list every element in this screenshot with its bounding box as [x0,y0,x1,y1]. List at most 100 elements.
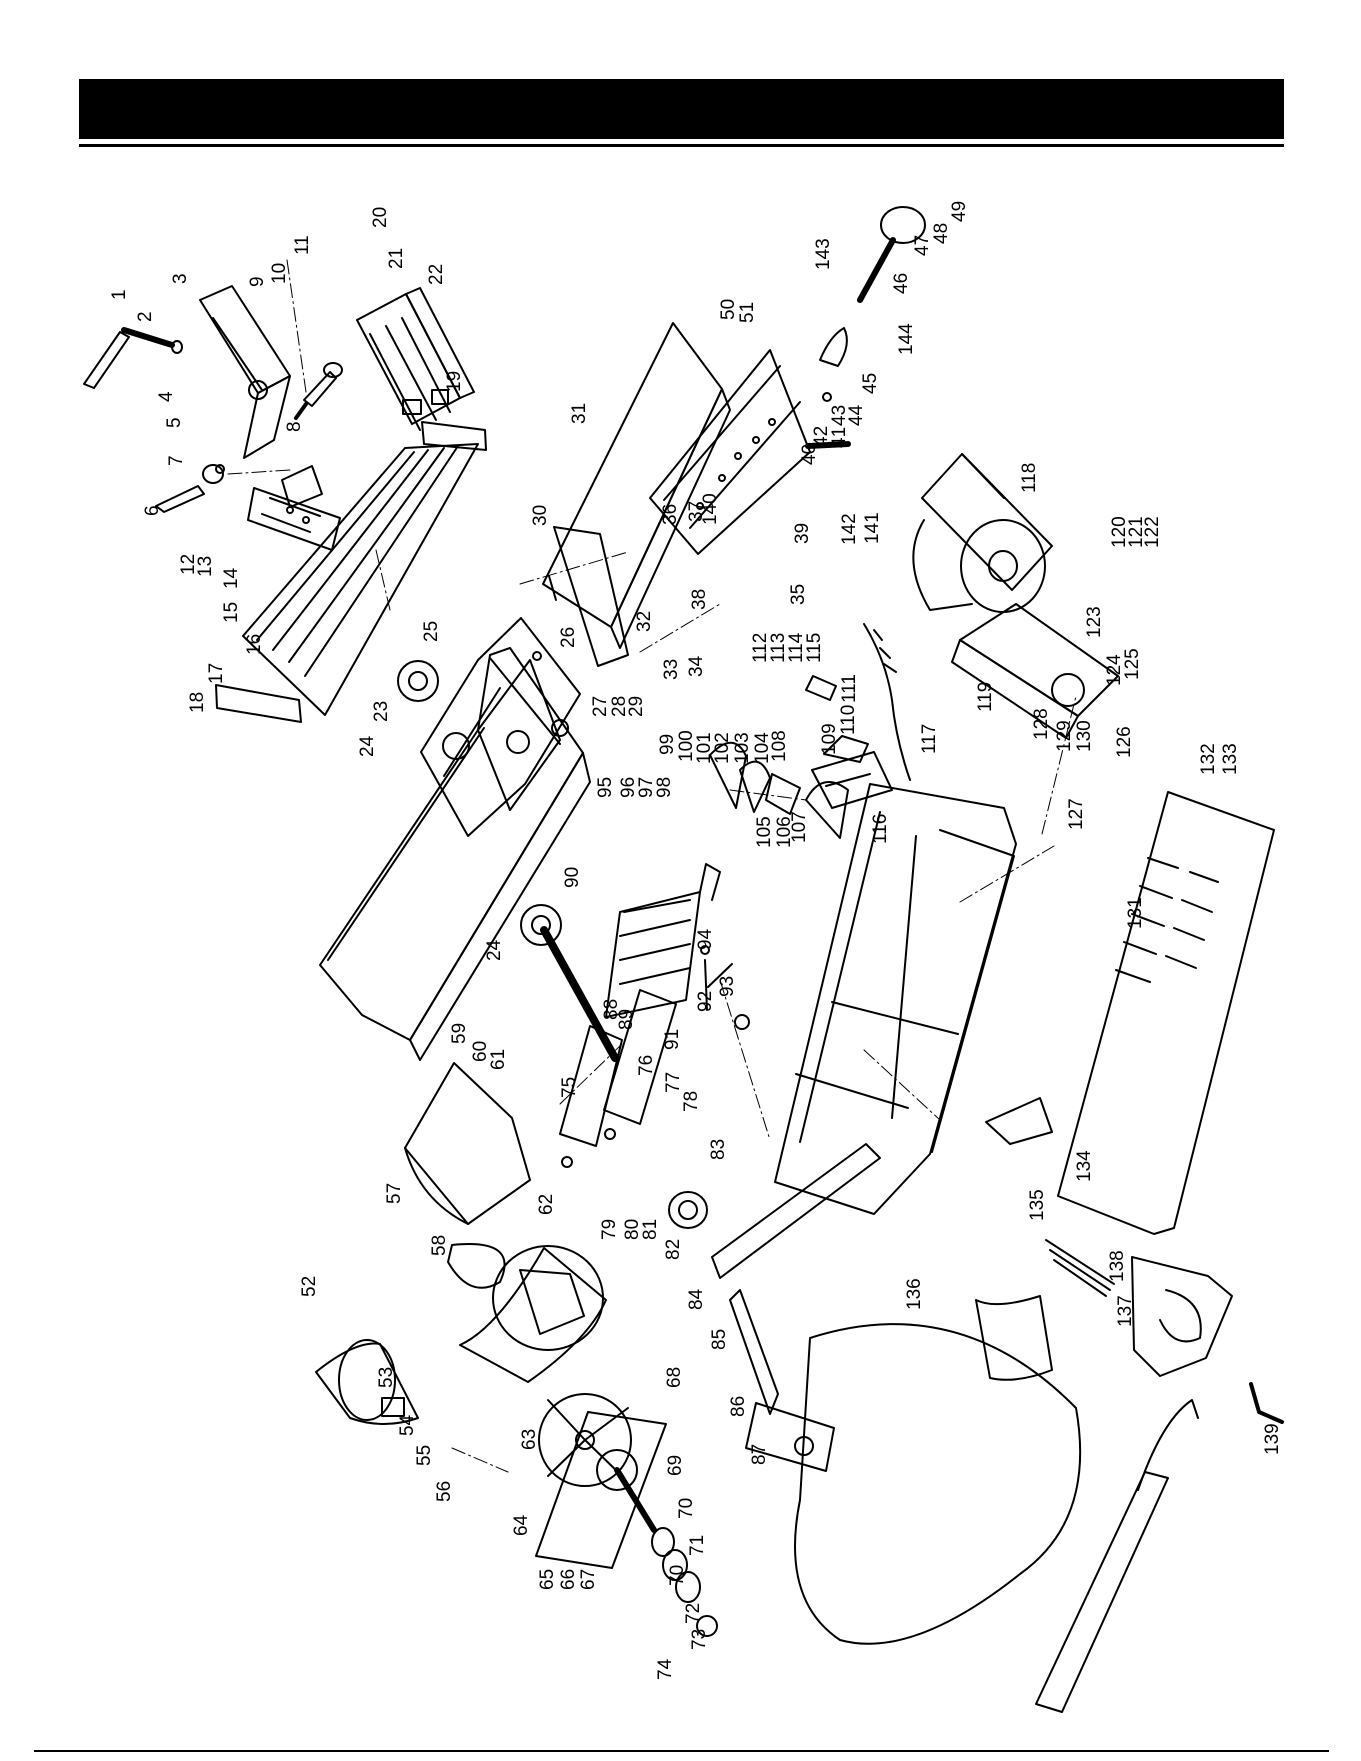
part-label: 140 [700,493,721,525]
part-label: 117 [919,724,940,754]
part-label: 2 [135,311,156,322]
part-label: 35 [788,584,809,605]
fence-carriage-bolt [294,362,343,420]
part-label: 53 [376,1367,397,1388]
part-label: 40 [799,444,820,465]
spring-assembly [805,327,851,449]
part-label: 144 [896,323,917,355]
part-label: 38 [689,589,710,610]
dust-collection-bag [794,1295,1082,1645]
part-label: 101 [694,732,715,764]
part-label: 125 [1122,648,1143,680]
part-label: 36 [660,504,681,525]
part-label: 77 [663,1072,684,1093]
part-label: 28 [609,696,630,717]
part-label: 60 [470,1041,491,1062]
part-label: 1 [109,289,130,300]
part-label: 43 [829,405,850,426]
part-label: 65 [537,1569,558,1590]
impeller [538,1393,632,1487]
part-label: 46 [891,273,912,294]
part-label: 55 [414,1445,435,1466]
part-label: 104 [752,732,773,764]
part-label: 22 [426,264,447,285]
motor-mount-plate [535,1411,667,1569]
part-label: 132 [1198,743,1219,775]
part-label: 90 [562,867,583,888]
extension-wing-strip [553,526,629,667]
fence-rail [215,421,487,723]
part-label: 14 [221,567,242,589]
part-label: 130 [1074,720,1095,752]
drive-belt [711,1143,881,1415]
part-label: 123 [1084,606,1105,638]
part-label: 3 [170,273,191,284]
fence-bracket [199,285,291,459]
part-label: 24 [357,735,378,757]
part-label: 136 [904,1278,925,1310]
part-label: 54 [397,1414,418,1436]
part-label: 27 [590,696,611,717]
part-label: 116 [870,814,891,844]
part-label: 50 [718,299,739,320]
part-label: 103 [732,732,753,764]
part-label: 86 [728,1396,749,1417]
part-label: 67 [578,1569,599,1590]
part-label: 69 [665,1455,686,1476]
part-label: 115 [804,633,825,663]
part-label: 119 [975,682,996,712]
part-label: 32 [634,611,655,632]
part-label: 135 [1027,1189,1048,1221]
part-label: 24 [484,939,505,961]
part-label: 99 [657,734,678,755]
blower-housing [459,1245,607,1383]
part-label: 68 [664,1367,685,1388]
dust-chute-gasket [447,1243,506,1289]
part-label: 110 [838,705,859,735]
extension-bracket [649,349,811,555]
extension-table [542,322,731,649]
part-label: 45 [860,373,881,394]
hex-wrench [1249,1382,1284,1424]
part-label: 62 [536,1194,557,1215]
part-label: 126 [1114,726,1135,758]
part-label: 44 [846,404,867,426]
part-label: 64 [511,1514,532,1536]
part-label: 42 [811,426,832,447]
part-label: 37 [686,501,707,522]
part-label: 100 [676,730,697,762]
part-label: 47 [912,235,933,256]
part-label: 51 [737,302,758,323]
dust-port-elbow [315,1339,419,1425]
part-label: 124 [1104,654,1125,686]
part-label: 128 [1031,708,1052,740]
part-label: 141 [862,512,883,544]
part-label: 34 [686,655,707,677]
part-label: 79 [599,1219,620,1240]
part-label: 20 [370,207,391,228]
part-label: 25 [421,621,442,642]
part-label: 93 [717,976,738,997]
planer-main-table [319,647,591,1061]
push-block [1131,1256,1233,1377]
header-bar [79,79,1284,139]
cabinet-base [774,783,1017,1215]
part-label: 5 [164,417,185,428]
part-label: 94 [695,928,716,950]
part-label: 143 [813,238,834,270]
part-label: 66 [558,1569,579,1590]
part-label: 95 [595,777,616,798]
part-label: 84 [686,1288,707,1310]
part-label: 52 [299,1276,320,1297]
part-label: 142 [839,513,860,545]
part-label: 105 [754,816,775,848]
part-label: 70 [667,1565,688,1586]
part-label: 23 [371,701,392,722]
part-label: 31 [569,403,590,424]
fence-clamp-handle [83,327,183,389]
part-label: 58 [429,1235,450,1256]
part-label: 102 [712,732,733,764]
part-label: 59 [449,1023,470,1044]
part-label: 98 [654,777,675,798]
